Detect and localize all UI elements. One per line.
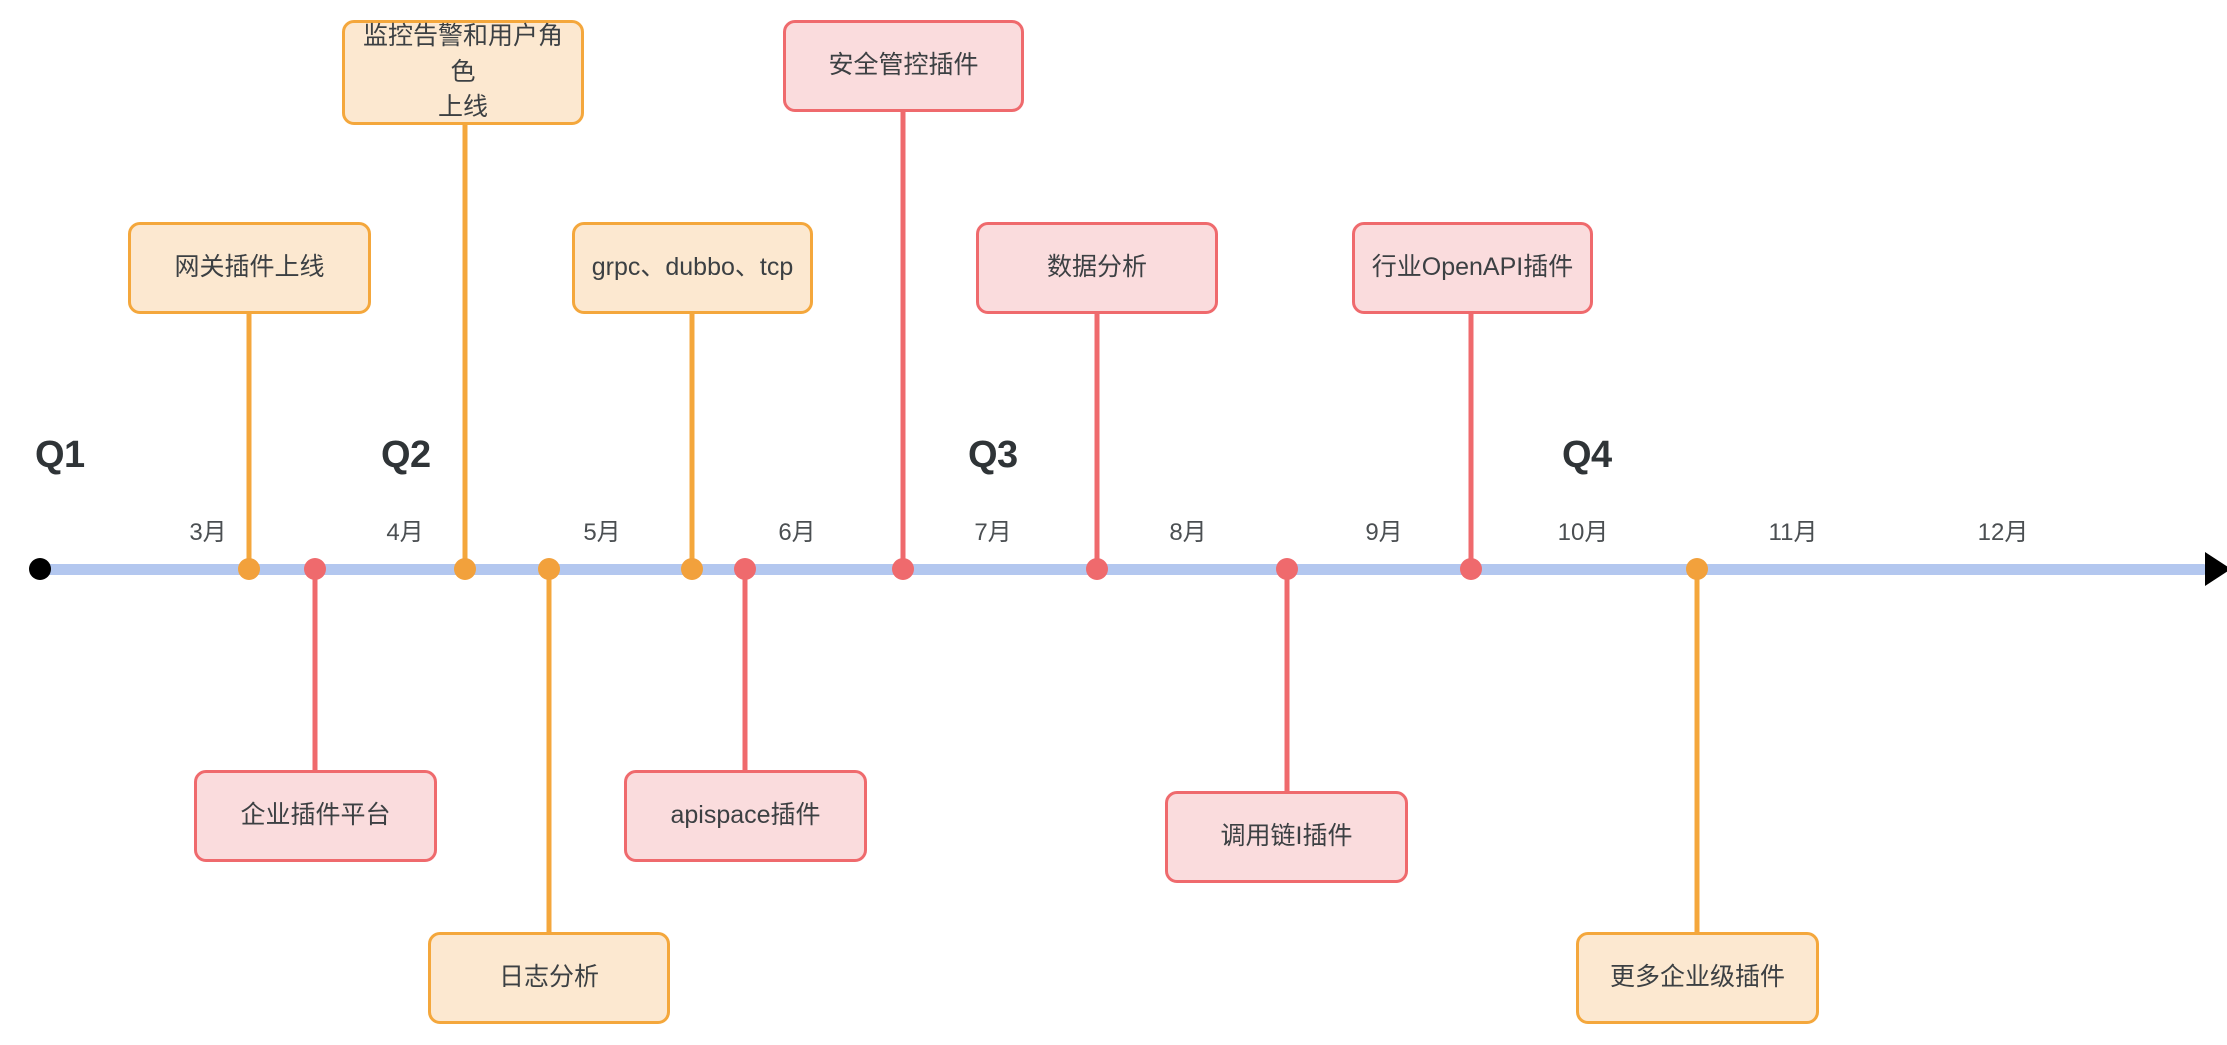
milestone-gateway-plugin-launch[interactable]: 网关插件上线 — [128, 222, 371, 314]
milestone-industry-openapi-plugin[interactable]: 行业OpenAPI插件 — [1352, 222, 1593, 314]
milestone-label: 调用链I插件 — [1220, 822, 1353, 851]
milestone-trace-link-plugin[interactable]: 调用链I插件 — [1165, 791, 1408, 883]
milestone-label: 网关插件上线 — [174, 253, 325, 282]
milestone-label: 日志分析 — [498, 963, 599, 992]
milestone-label: 行业OpenAPI插件 — [1371, 253, 1574, 282]
connector-stem-data-analysis — [1094, 314, 1100, 569]
milestone-label: 更多企业级插件 — [1609, 963, 1785, 992]
quarter-label-q4: Q4 — [1562, 434, 1612, 476]
connector-stem-apispace-plugin — [742, 569, 748, 770]
month-label-7: 7月 — [974, 519, 1012, 546]
milestone-label: 企业插件平台 — [240, 801, 391, 830]
connector-stem-log-analysis — [546, 569, 552, 932]
milestone-label: 监控告警和用户角色 上线 — [362, 22, 563, 122]
quarter-label-q3: Q3 — [968, 434, 1018, 476]
month-label-6: 6月 — [778, 519, 816, 546]
connector-stem-trace-link-plugin — [1284, 569, 1290, 791]
connector-stem-monitoring-alert-and-user-role-launch — [462, 125, 468, 569]
connector-stem-gateway-plugin-launch — [246, 314, 252, 569]
axis-marker-dot-apispace-plugin[interactable] — [734, 558, 756, 580]
timeline-start-dot-icon — [29, 558, 51, 580]
axis-marker-dot-enterprise-plugin-platform[interactable] — [304, 558, 326, 580]
axis-marker-dot-security-control-plugin[interactable] — [892, 558, 914, 580]
milestone-monitoring-alert-and-user-role-launch[interactable]: 监控告警和用户角色 上线 — [342, 20, 584, 125]
month-label-10: 10月 — [1557, 519, 1609, 546]
connector-stem-enterprise-plugin-platform — [312, 569, 318, 770]
month-label-11: 11月 — [1768, 519, 1818, 546]
axis-marker-dot-industry-openapi-plugin[interactable] — [1460, 558, 1482, 580]
axis-marker-dot-log-analysis[interactable] — [538, 558, 560, 580]
milestone-label: grpc、dubbo、tcp — [591, 253, 794, 282]
milestone-log-analysis[interactable]: 日志分析 — [428, 932, 670, 1024]
milestone-apispace-plugin[interactable]: apispace插件 — [624, 770, 867, 862]
connector-stem-industry-openapi-plugin — [1468, 314, 1474, 569]
timeline-axis-line — [40, 564, 2205, 575]
milestone-label: 安全管控插件 — [828, 51, 979, 80]
milestone-more-enterprise-plugins[interactable]: 更多企业级插件 — [1576, 932, 1819, 1024]
milestone-grpc-dubbo-tcp[interactable]: grpc、dubbo、tcp — [572, 222, 813, 314]
month-label-12: 12月 — [1977, 519, 2029, 546]
connector-stem-security-control-plugin — [900, 112, 906, 569]
axis-marker-dot-gateway-plugin-launch[interactable] — [238, 558, 260, 580]
axis-marker-dot-monitoring-alert-and-user-role-launch[interactable] — [454, 558, 476, 580]
axis-marker-dot-grpc-dubbo-tcp[interactable] — [681, 558, 703, 580]
axis-marker-dot-data-analysis[interactable] — [1086, 558, 1108, 580]
milestone-enterprise-plugin-platform[interactable]: 企业插件平台 — [194, 770, 437, 862]
month-label-8: 8月 — [1169, 519, 1207, 546]
quarter-label-q1: Q1 — [35, 434, 85, 476]
axis-marker-dot-more-enterprise-plugins[interactable] — [1686, 558, 1708, 580]
month-label-4: 4月 — [386, 519, 424, 546]
connector-stem-grpc-dubbo-tcp — [689, 314, 695, 569]
timeline-arrow-icon — [2205, 552, 2227, 586]
quarter-label-q2: Q2 — [381, 434, 431, 476]
milestone-label: 数据分析 — [1046, 253, 1147, 282]
milestone-label: apispace插件 — [670, 801, 821, 830]
connector-stem-more-enterprise-plugins — [1694, 569, 1700, 932]
milestone-data-analysis[interactable]: 数据分析 — [976, 222, 1218, 314]
month-label-3: 3月 — [189, 519, 227, 546]
axis-marker-dot-trace-link-plugin[interactable] — [1276, 558, 1298, 580]
milestone-security-control-plugin[interactable]: 安全管控插件 — [783, 20, 1024, 112]
month-label-5: 5月 — [583, 519, 621, 546]
month-label-9: 9月 — [1365, 519, 1403, 546]
